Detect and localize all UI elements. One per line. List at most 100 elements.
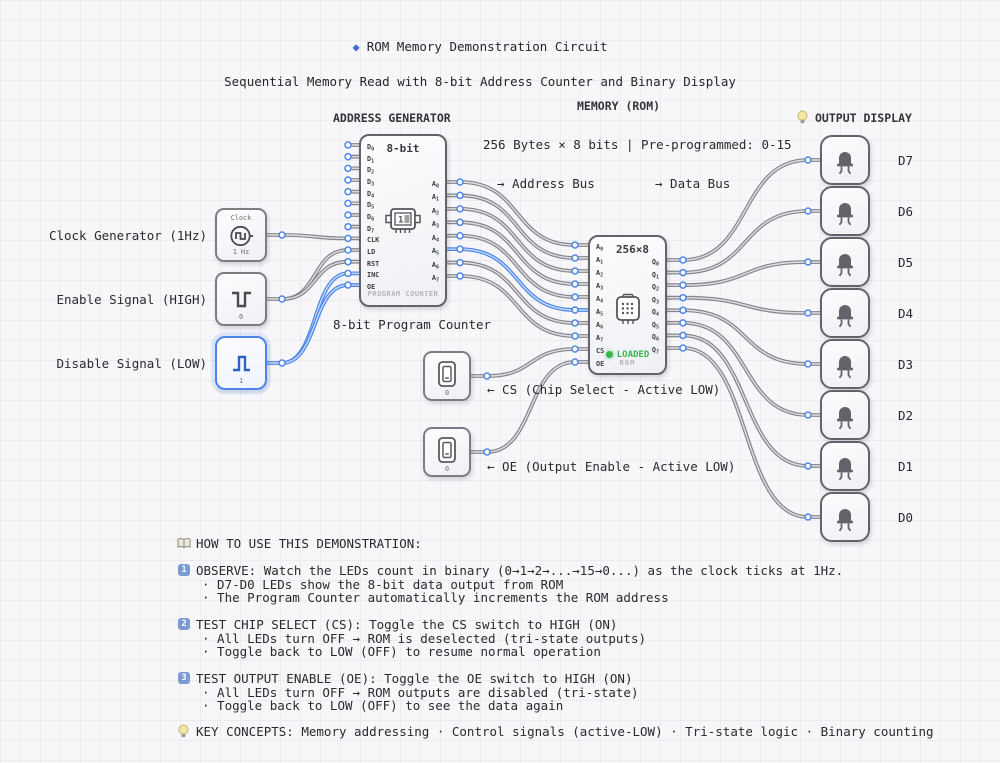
pin-label-q0: Q0 [651, 258, 659, 268]
connection-node[interactable] [456, 178, 464, 186]
connection-node[interactable] [679, 319, 687, 327]
connection-node[interactable] [804, 462, 812, 470]
clock-label: Clock Generator (1Hz) [48, 228, 207, 243]
connection-node[interactable] [278, 295, 286, 303]
led-d2[interactable] [820, 390, 870, 440]
wire[interactable] [280, 248, 350, 301]
connection-node[interactable] [344, 199, 352, 208]
connection-node[interactable] [804, 360, 812, 368]
connection-node[interactable] [804, 309, 812, 317]
enable-value: 0 [238, 313, 244, 321]
wire[interactable] [681, 308, 810, 366]
connection-node[interactable] [344, 234, 352, 243]
connection-node[interactable] [278, 359, 286, 367]
led-d5[interactable] [820, 237, 870, 287]
connection-node[interactable] [571, 345, 579, 353]
cs-switch[interactable]: 0 [423, 351, 471, 401]
blue-diamond-icon: ◆ [352, 40, 360, 54]
connection-node[interactable] [804, 513, 812, 521]
connection-node[interactable] [804, 411, 812, 419]
wire[interactable] [681, 320, 810, 417]
connection-node[interactable] [679, 306, 687, 315]
rom-status: LOADED [590, 350, 665, 360]
oe-switch[interactable]: 0 [423, 427, 471, 477]
connection-node[interactable] [456, 218, 464, 227]
wire[interactable] [458, 220, 577, 286]
wire[interactable] [458, 247, 577, 312]
connection-node[interactable] [571, 241, 579, 249]
wire[interactable] [458, 206, 577, 273]
connection-node[interactable] [571, 319, 579, 327]
wire[interactable] [681, 333, 810, 468]
connection-node[interactable] [456, 191, 464, 200]
led-label-d3: D3 [898, 357, 914, 372]
connection-node[interactable] [456, 258, 464, 267]
connection-node[interactable] [804, 258, 812, 266]
connection-node[interactable] [571, 358, 579, 366]
wire[interactable] [458, 180, 577, 247]
connection-node[interactable] [571, 280, 579, 288]
connection-node[interactable] [456, 205, 464, 213]
connection-node[interactable] [571, 267, 579, 275]
connection-node[interactable] [483, 372, 491, 380]
step-2-keycap-icon: 2 [178, 618, 190, 630]
enable-switch[interactable]: 0 [215, 272, 267, 326]
connection-node[interactable] [679, 256, 687, 264]
connection-node[interactable] [679, 281, 687, 289]
wire[interactable] [681, 209, 810, 275]
connection-node[interactable] [344, 152, 352, 161]
connection-node[interactable] [571, 332, 579, 340]
wire[interactable] [280, 259, 350, 301]
connection-node[interactable] [344, 281, 352, 289]
led-d6[interactable] [820, 186, 870, 236]
wire[interactable] [458, 233, 577, 299]
wire[interactable] [280, 233, 350, 241]
pin-label-rst: RST [367, 259, 380, 268]
led-d7[interactable] [820, 135, 870, 185]
led-d1[interactable] [820, 441, 870, 491]
section-output-display: OUTPUT DISPLAY [815, 111, 912, 125]
pin-label-a3: A3 [431, 220, 439, 230]
wire[interactable] [485, 360, 577, 454]
clock-generator[interactable]: Clock 1 Hz [215, 208, 267, 262]
wire[interactable] [681, 260, 810, 288]
connection-node[interactable] [679, 293, 687, 302]
connection-node[interactable] [679, 268, 687, 277]
connection-node[interactable] [483, 448, 491, 456]
connection-node[interactable] [344, 211, 352, 219]
connection-node[interactable] [344, 246, 352, 254]
connection-node[interactable] [344, 164, 352, 173]
connection-node[interactable] [456, 272, 464, 280]
wire[interactable] [458, 260, 577, 325]
wire[interactable] [485, 347, 577, 378]
wire[interactable] [681, 346, 810, 519]
connection-node[interactable] [571, 293, 579, 301]
connection-node[interactable] [344, 257, 352, 266]
connection-node[interactable] [804, 207, 812, 215]
connection-node[interactable] [456, 231, 464, 240]
led-d0[interactable] [820, 492, 870, 542]
connection-node[interactable] [344, 176, 352, 184]
led-d3[interactable] [820, 339, 870, 389]
disable-switch[interactable]: 1 [215, 336, 267, 390]
step-2-bullet: · All LEDs turn OFF → ROM is deselected … [202, 631, 647, 646]
connection-node[interactable] [456, 245, 464, 253]
connection-node[interactable] [571, 254, 579, 262]
connection-node[interactable] [344, 141, 352, 149]
connection-node[interactable] [679, 344, 687, 352]
wire[interactable] [458, 193, 577, 260]
connection-node[interactable] [344, 269, 352, 278]
connection-node[interactable] [344, 222, 352, 231]
connection-node[interactable] [344, 187, 352, 196]
wire[interactable] [681, 295, 810, 315]
connection-node[interactable] [679, 331, 687, 340]
wire[interactable] [681, 158, 810, 262]
connection-node[interactable] [571, 306, 579, 314]
connection-node[interactable] [278, 231, 286, 239]
pin-label-q7: Q7 [651, 345, 659, 356]
led-d4[interactable] [820, 288, 870, 338]
connection-node[interactable] [804, 156, 812, 164]
